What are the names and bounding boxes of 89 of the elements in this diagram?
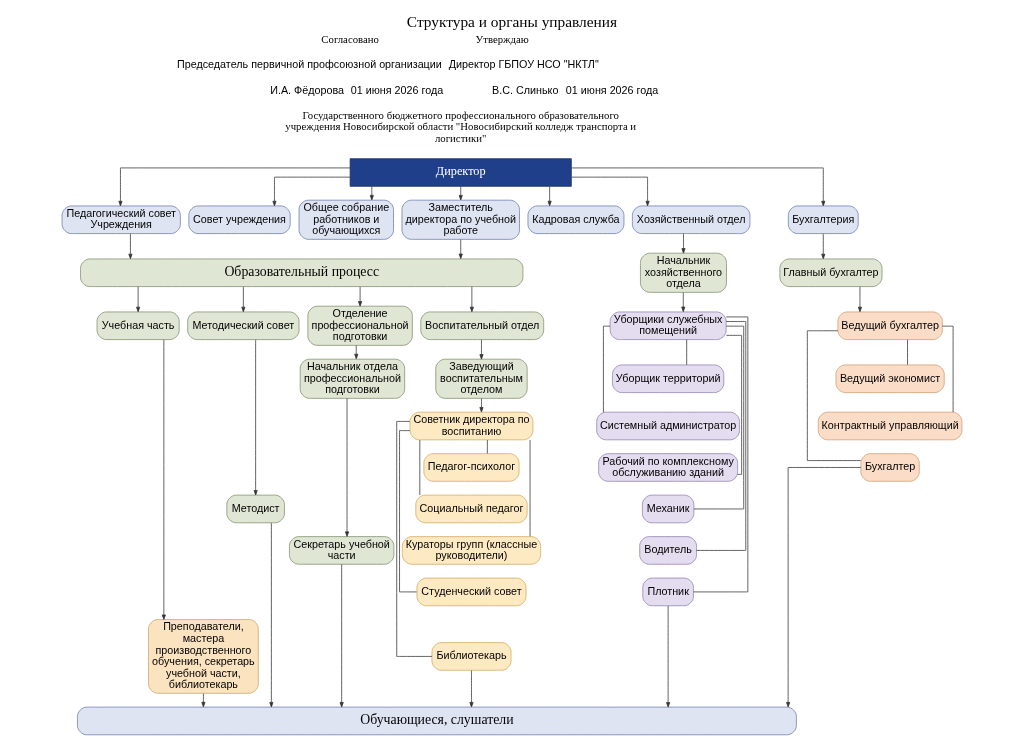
label: В.С. Слинько [492,83,559,96]
arrow [369,186,374,201]
arrow [681,233,686,254]
arrow [136,286,141,313]
arrow [469,286,474,313]
arrow [479,339,484,360]
connector [399,430,417,593]
node-box: Секретарь учебной части [289,536,395,565]
label: 01 июня 2026 года [350,83,444,96]
arrow [666,605,671,708]
connector [726,334,742,475]
arrow [571,167,826,207]
arrow [339,564,344,708]
label: Государственного бюджетного профессионального образовательного учреждения Новосибирской области "Новосибирский колледж транспорта и логистики" [285,108,637,144]
node-box: Учебная часть [96,311,180,340]
arrow [201,693,206,708]
node-box: Обучающиеся, слушатели [77,706,797,736]
arrow [161,339,166,620]
node-box: Уборщики служебных помещений [609,311,727,340]
connector [693,316,749,593]
arrow [358,286,363,307]
node-box: Директор [349,158,572,187]
connector [396,421,433,657]
node-box: Ведущий экономист [835,364,945,393]
connector [686,339,688,366]
arrow [458,186,463,201]
node-box: Образовательный процесс [80,258,524,287]
node-box: Педагогический совет Учреждения [61,205,181,234]
node-box: Рабочий по комплексному обслуживанию зданий [598,453,739,482]
arrow [253,339,258,496]
label: Утверждаю [475,32,529,45]
arrow [241,286,246,313]
connector [907,339,908,366]
arrow [681,292,686,312]
node-box: Кадровая служба [527,205,625,234]
diagram-title: Структура и органы управления [406,12,618,30]
arrow [118,167,351,207]
node-box: Воспитательный отдел [420,311,545,340]
arrow [821,233,826,260]
node-box: Ведущий бухгалтер [837,311,943,340]
node-box: Совет учреждения [188,205,291,234]
label: Директор ГБПОУ НСО "НКТЛ" [448,58,599,71]
node-box: Заведующий воспитательным отделом [435,358,528,399]
node-box: Уборщик территорий [612,364,725,393]
connector [693,325,745,510]
connector [942,325,954,413]
connector [806,330,862,461]
arrow [272,176,351,207]
node-box: Методист [226,494,285,524]
node-box: Общее собрание работников и обучающихся [298,199,394,240]
node-box: Преподаватели, мастера производственного обучения, секретарь учебной части, библиотекарь [148,619,259,694]
node-box: Системный администратор [596,411,740,441]
arrow [345,398,350,537]
node-box: Социальный педагог [415,494,528,524]
node-box: Начальник отдела профессиональной подготовки [299,358,406,399]
node-box: Бухгалтер [860,453,920,482]
arrow [354,345,359,360]
arrow [469,670,474,708]
arrow [458,239,463,259]
arrow [269,522,274,708]
node-box: Водитель [639,536,697,565]
arrow [479,398,484,413]
node-box: Начальник хозяйственного отдела [640,252,727,293]
connector [696,321,747,551]
node-box: Студенческий совет [416,577,527,607]
label: И.А. Фёдорова [270,83,344,96]
node-box: Педагог-психолог [423,453,520,482]
node-box: Заместитель директора по учебной работе [401,199,520,240]
label: Председатель первичной профсоюзной организации [177,58,442,71]
node-box: Бухгалтерия [787,205,859,234]
label: Согласовано [321,32,379,45]
node-box: Механик [642,494,695,524]
arrow [857,286,862,313]
arrow [547,186,552,207]
node-box: Контрактный управляющий [817,411,963,441]
node-box: Советник директора по воспитанию [409,411,534,441]
node-box: Плотник [642,577,694,607]
node-box: Методический совет [187,311,300,340]
arrow [128,233,133,260]
node-box: Кураторы групп (классные руководители) [401,536,541,565]
arrow [786,467,862,708]
node-box: Отделение профессиональной подготовки [307,305,413,346]
connector [486,439,488,454]
label: 01 июня 2026 года [565,83,659,96]
connector [603,325,611,413]
node-box: Хозяйственный отдел [632,205,751,234]
arrow [571,176,650,207]
node-box: Библиотекарь [431,642,512,671]
node-box: Главный бухгалтер [779,258,883,287]
